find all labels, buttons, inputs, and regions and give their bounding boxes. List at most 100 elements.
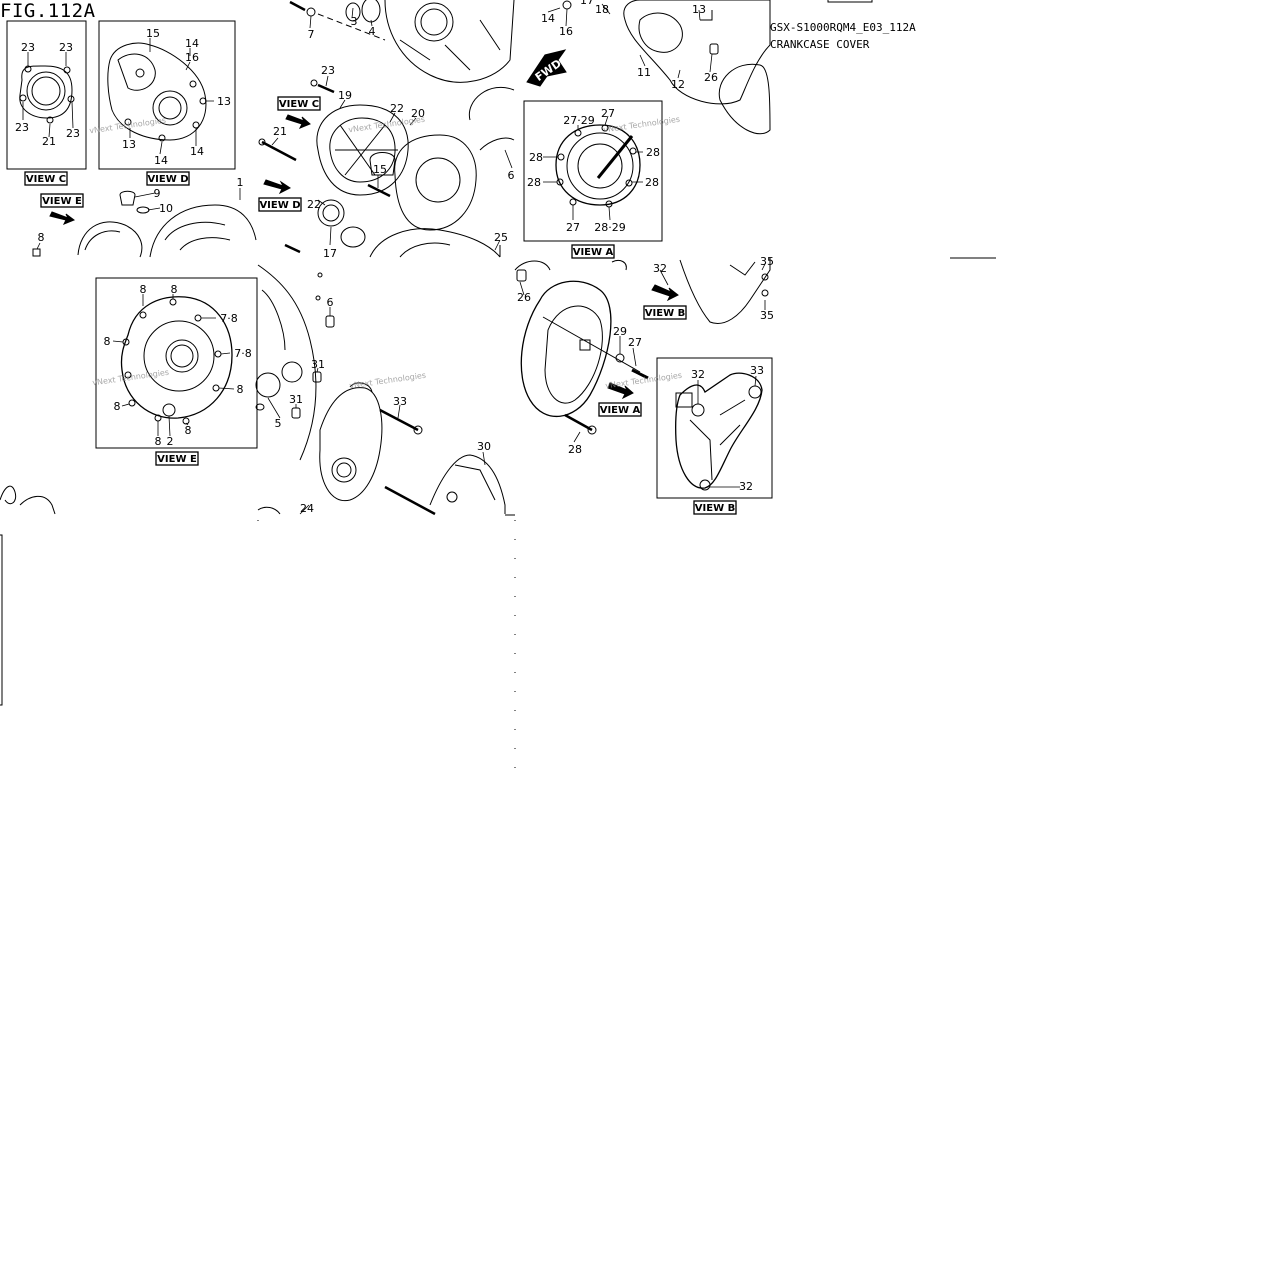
bolt-head xyxy=(32,248,41,257)
callout-label: 28 xyxy=(568,443,582,456)
callout-leaders xyxy=(22,3,766,515)
callout-label: 21 xyxy=(273,125,287,138)
callout-label: 27 xyxy=(566,221,580,234)
crankcase-lower-edge xyxy=(369,228,501,258)
view-e-detail-box xyxy=(95,277,258,449)
callout-label: 23 xyxy=(66,127,80,140)
callout-label: 28 xyxy=(645,176,659,189)
gasket-tab xyxy=(579,339,591,351)
bolt-head xyxy=(761,273,769,281)
callout-label: 22 xyxy=(307,198,321,211)
gasket-hole xyxy=(281,361,303,383)
callout-label: 12 xyxy=(671,78,685,91)
view-a-cover-inner xyxy=(577,143,623,189)
engine-bracket xyxy=(429,454,506,514)
bracket-rib xyxy=(454,464,496,501)
bolt-shank xyxy=(367,183,391,198)
view-e-arrow-icon xyxy=(49,211,76,225)
watermark: vNext Technologies xyxy=(348,115,426,135)
view-e-cover-outline xyxy=(120,296,233,419)
watermark: vNext Technologies xyxy=(89,116,167,136)
crankcase-rib xyxy=(399,242,451,258)
view-e-label: VIEW E xyxy=(42,196,82,207)
bolt-shank xyxy=(384,485,436,516)
callout-label: 32 xyxy=(739,480,753,493)
callout-label: 35 xyxy=(760,255,774,268)
bolt-shank xyxy=(379,408,419,432)
view-d-cover-ring xyxy=(152,90,188,126)
oil-filler-cap xyxy=(119,190,136,206)
view-a-cover-outline xyxy=(555,124,641,206)
crankcase-left-cover xyxy=(623,0,771,105)
view-b-detail-box xyxy=(656,357,773,499)
callout-label: 23 xyxy=(321,64,335,77)
callout-label: 8 xyxy=(185,424,192,437)
callout-label: 22 xyxy=(390,102,404,115)
callout-label: 32 xyxy=(653,262,667,275)
oil-seal-inner xyxy=(322,204,340,222)
callout-label: 31 xyxy=(289,393,303,406)
frame-edge xyxy=(0,534,3,706)
callout-label: 14 xyxy=(190,145,204,158)
view-c-detail-box xyxy=(6,20,87,170)
view-a-arrow-label: VIEW A xyxy=(600,405,641,416)
gasket-inner xyxy=(544,305,603,404)
callout-label: 4 xyxy=(369,25,376,38)
bolt-head xyxy=(761,289,769,297)
callout-label: 17 xyxy=(323,247,337,260)
bracket-bore-inner xyxy=(336,462,352,478)
view-a-label-frame xyxy=(571,244,615,259)
panel-crankcase-right xyxy=(258,0,515,258)
engine-mount-bracket xyxy=(319,387,383,502)
callout-label: 16 xyxy=(559,25,573,38)
view-e-box-label-frame xyxy=(155,451,199,466)
callout-label: 14 xyxy=(541,12,555,25)
callout-label: 8 xyxy=(237,383,244,396)
seal xyxy=(345,2,361,22)
generator-cover-outline xyxy=(394,134,477,231)
watermark: vNext Technologies xyxy=(349,371,427,391)
bolt-hole xyxy=(128,399,136,407)
view-c-cover-ring xyxy=(26,71,66,111)
view-e-cover-hub xyxy=(165,339,199,373)
crankcase-cover-edge xyxy=(84,230,121,251)
clutch-cover-ribs xyxy=(335,124,398,176)
callout-label: 8 xyxy=(38,231,45,244)
callout-label: 33 xyxy=(393,395,407,408)
view-d-arrow-label-frame xyxy=(258,197,302,212)
crankcase-rib xyxy=(164,221,231,251)
callout-label: 21 xyxy=(42,135,56,148)
bolt-hole xyxy=(182,417,190,425)
callout-label: 25 xyxy=(494,231,508,244)
view-c-cover-inner xyxy=(31,76,61,106)
view-a-cover-ring xyxy=(566,132,634,200)
callout-label: 8 xyxy=(140,283,147,296)
crankcase-rib xyxy=(399,19,501,71)
callout-label: 8 xyxy=(104,335,111,348)
view-d-label-frame xyxy=(146,171,190,186)
view-e-cover-ring xyxy=(143,320,215,392)
callout-label: 8 xyxy=(171,283,178,296)
bolt-hole xyxy=(158,134,166,142)
view-c-arrow-label: VIEW C xyxy=(279,99,319,110)
crankcase-bearing-bore xyxy=(420,8,448,36)
view-a-detail-box xyxy=(523,100,663,242)
gasket-dot xyxy=(317,272,323,278)
bolt-head xyxy=(258,138,266,146)
bolt-hole xyxy=(67,95,75,103)
crankcase-bearing-boss xyxy=(414,2,454,42)
view-e-box-label: VIEW E xyxy=(157,454,197,465)
bolt-hole xyxy=(46,116,54,124)
callout-label: 15 xyxy=(146,27,160,40)
callout-label: 24 xyxy=(300,502,314,515)
fwd-label: FWD xyxy=(533,57,564,84)
bolt-shank xyxy=(564,413,593,432)
view-a-arrow-icon xyxy=(607,382,634,400)
bolt-hole xyxy=(135,68,145,78)
engine-mount-bracket xyxy=(679,258,771,324)
panel-engine-mount xyxy=(255,264,515,516)
callout-label: 28 xyxy=(529,151,543,164)
callout-label: 28 xyxy=(527,176,541,189)
